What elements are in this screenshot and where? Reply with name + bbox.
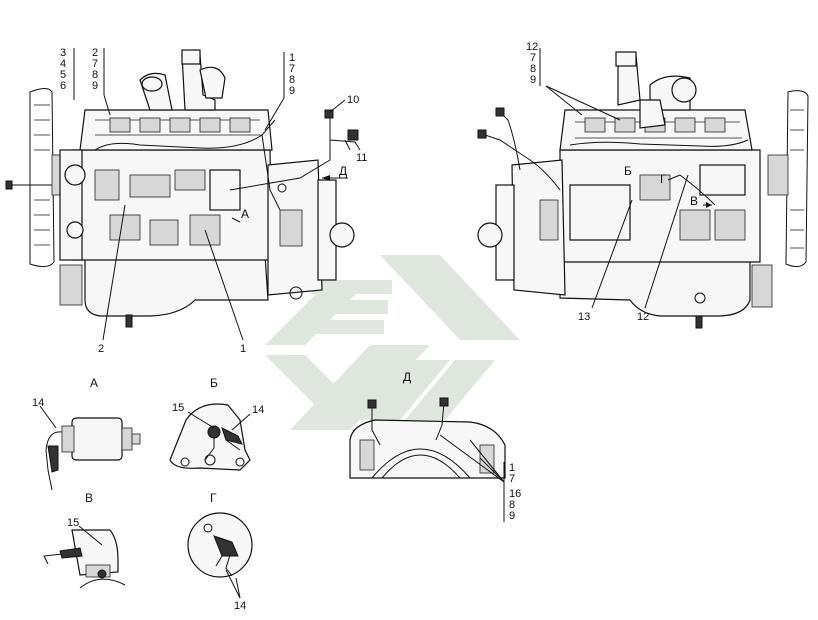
- flywheel-housing-left: [267, 159, 355, 300]
- callout-G: Г: [660, 172, 667, 186]
- leader-lines-left: [73, 48, 351, 341]
- label-12: 12: [526, 41, 538, 53]
- left-engine-view: 3 4 5 6 2 7 8 9 1 7 8 9 10 11 Д А 2 1: [5, 47, 367, 355]
- detail-D: Д 1 7 16 8 9: [349, 370, 521, 522]
- detail-G: Г 14: [187, 491, 253, 612]
- leader-lines-right: [539, 48, 712, 309]
- label-7: 7: [92, 58, 98, 70]
- valve-cover-detail-left: [95, 117, 262, 136]
- front-pulley-left: [59, 149, 86, 261]
- detail-B: Б 15 14: [169, 376, 264, 471]
- label-7: 7: [530, 52, 536, 64]
- label-2-bottom: 2: [98, 343, 104, 355]
- label-10: 10: [347, 94, 359, 106]
- detail-D-label-1: 1: [509, 462, 515, 474]
- detail-A-label-14: 14: [32, 397, 44, 409]
- label-5: 5: [60, 69, 66, 81]
- label-3: 3: [60, 47, 66, 59]
- oil-pan-right: [559, 254, 751, 317]
- fan-right: [767, 90, 809, 268]
- block-detail-right: [569, 164, 773, 329]
- detail-A-title: А: [90, 376, 98, 390]
- detail-B-title: Б: [210, 376, 218, 390]
- label-8: 8: [530, 63, 536, 75]
- detail-G-title: Г: [210, 491, 217, 505]
- turbo-right: [615, 51, 697, 129]
- callout-D: Д: [339, 164, 347, 178]
- detail-V: В 15: [43, 491, 126, 589]
- block-detail-left: [59, 169, 241, 328]
- label-1-bottom: 1: [240, 343, 246, 355]
- labels-right: 12 7 8 9 Б Г В 13 12: [526, 41, 698, 323]
- labels-left: 3 4 5 6 2 7 8 9 1 7 8 9 10 11 Д А 2 1: [60, 47, 367, 355]
- label-8: 8: [92, 69, 98, 81]
- detail-D-label-9: 9: [509, 510, 515, 522]
- detail-A: А 14: [32, 376, 141, 491]
- label-1: 1: [289, 52, 295, 64]
- detail-D-title: Д: [403, 370, 411, 384]
- detail-D-label-16: 16: [509, 488, 521, 500]
- label-13: 13: [578, 311, 590, 323]
- watermark-logo: [265, 255, 520, 430]
- label-8: 8: [289, 74, 295, 86]
- flywheel-housing-right: [477, 159, 566, 296]
- detail-D-label-8: 8: [509, 499, 515, 511]
- label-6: 6: [60, 80, 66, 92]
- label-7: 7: [289, 63, 295, 75]
- oil-pan-left: [84, 254, 269, 317]
- label-9: 9: [530, 74, 536, 86]
- detail-G-label-14: 14: [234, 600, 246, 612]
- callout-B: Б: [624, 164, 632, 178]
- label-12-bottom: 12: [637, 311, 649, 323]
- intake-pipes-left: [139, 49, 226, 111]
- label-4: 4: [60, 58, 66, 70]
- detail-D-label-7: 7: [509, 473, 515, 485]
- detail-V-label-15: 15: [67, 517, 79, 529]
- callout-V: В: [690, 194, 698, 208]
- label-11: 11: [356, 152, 367, 164]
- wiring-harness-left: [94, 109, 361, 211]
- label-9: 9: [289, 85, 295, 97]
- label-2: 2: [92, 47, 98, 59]
- callout-A: А: [241, 207, 249, 221]
- detail-B-label-14: 14: [252, 404, 264, 416]
- right-engine-view: 12 7 8 9 Б Г В 13 12: [477, 41, 809, 329]
- detail-V-title: В: [85, 491, 93, 505]
- detail-B-label-15: 15: [172, 402, 184, 414]
- wiring-harness-right: [477, 107, 749, 206]
- label-9: 9: [92, 80, 98, 92]
